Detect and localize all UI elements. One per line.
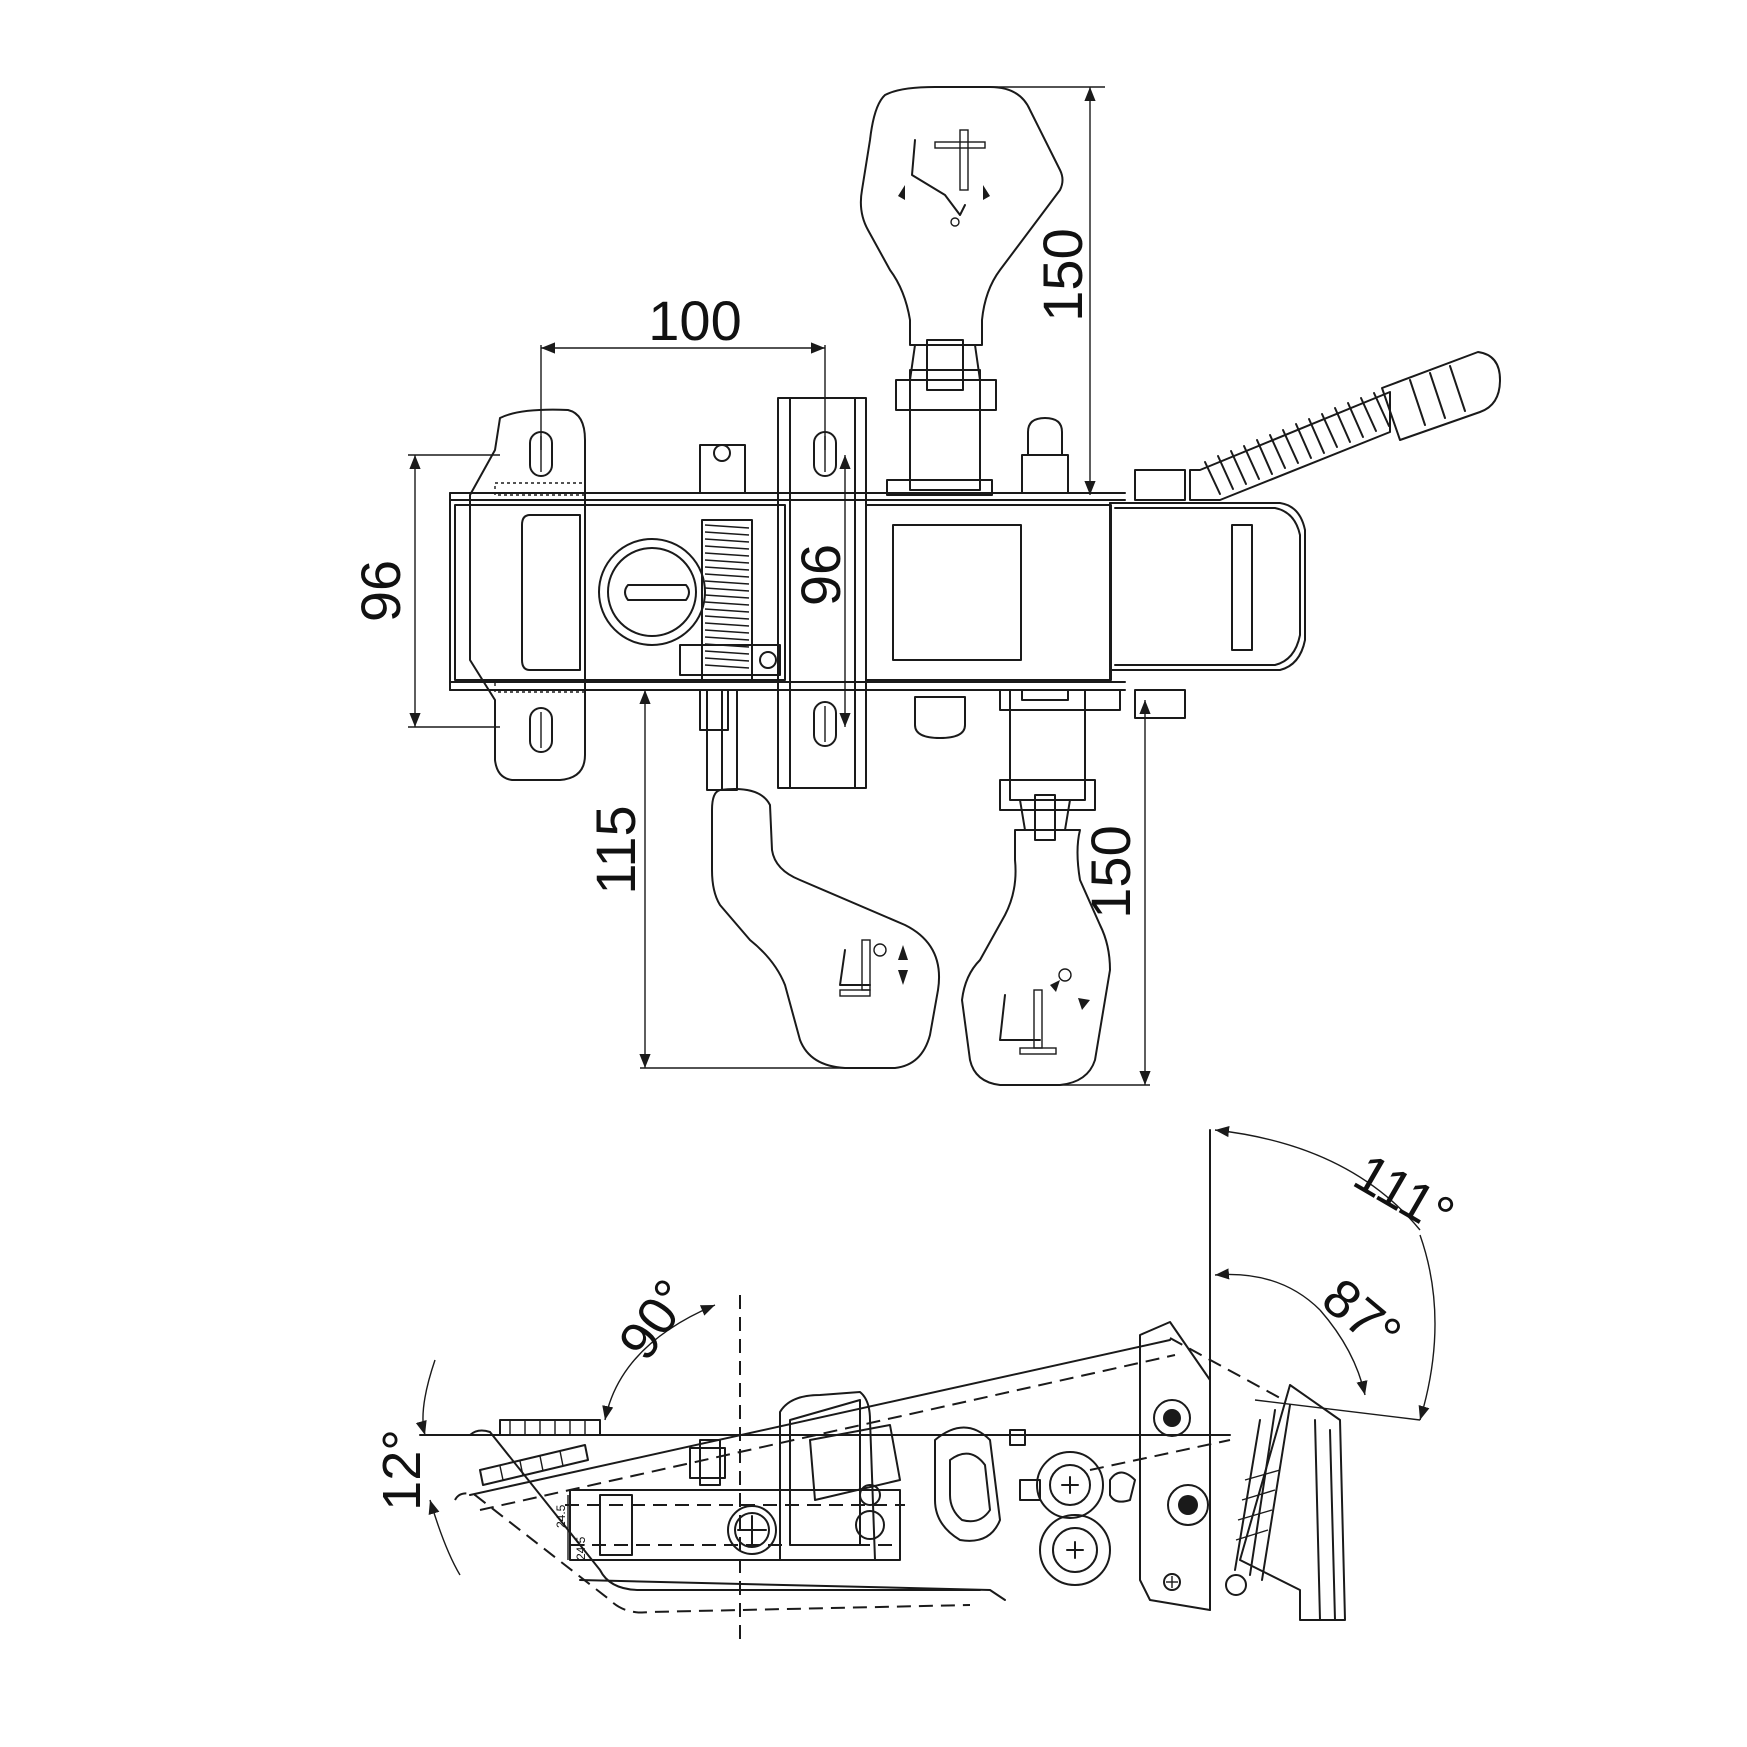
backrest-release-lever <box>1189 351 1501 501</box>
dim-height-96-mid: 96 <box>789 455 852 727</box>
front-cover <box>1109 469 1306 719</box>
housing-right-section <box>865 479 1121 711</box>
dim-lever-top-150-label: 150 <box>1031 228 1094 321</box>
side-view: 24.5 24.5 <box>372 1125 1464 1640</box>
dim-lever-top-150: 150 <box>985 86 1105 495</box>
side-spring-bolt <box>689 1439 777 1555</box>
right-lever-backrest-angle <box>961 689 1111 1086</box>
dim-height-96-mid-label: 96 <box>789 544 852 606</box>
dim-lever-right-150: 150 <box>1060 700 1151 1086</box>
angle-12: 12° <box>372 1359 461 1576</box>
seat-plate-outline <box>454 1339 1176 1614</box>
dim-lever-left-115: 115 <box>584 690 880 1069</box>
small-dim-b: 24.5 <box>574 1536 588 1560</box>
angle-111: 111° <box>1214 1125 1464 1421</box>
tension-knob <box>598 538 706 646</box>
left-mounting-bracket <box>469 408 586 781</box>
angle-90-label: 90° <box>607 1269 703 1370</box>
dim-lever-left-115-label: 115 <box>584 805 647 894</box>
angle-87-label: 87° <box>1311 1267 1412 1365</box>
angle-111-label: 111° <box>1344 1143 1464 1247</box>
side-mechanism-middle <box>779 1391 1026 1561</box>
tension-spring <box>679 444 781 681</box>
side-rear-plate <box>1089 1321 1281 1611</box>
side-adjustment-screws <box>1019 1451 1136 1586</box>
dim-height-96-left: 96 <box>349 454 500 728</box>
top-view: 100 96 96 150 115 15 <box>349 86 1501 1086</box>
angle-87: 87° <box>1214 1267 1421 1421</box>
middle-mounting-bracket <box>777 397 867 789</box>
dim-height-96-left-label: 96 <box>349 560 412 622</box>
dim-lever-right-150-label: 150 <box>1079 825 1142 918</box>
backrest-bracket <box>1234 1384 1346 1621</box>
dim-width-100: 100 <box>540 289 826 450</box>
angle-90: 90° <box>602 1269 716 1421</box>
small-dim-a: 24.5 <box>554 1504 568 1528</box>
dim-width-100-label: 100 <box>648 289 741 352</box>
left-lever-seat-height <box>706 689 940 1069</box>
front-hinge-plates <box>479 1419 601 1486</box>
main-housing <box>449 482 1126 693</box>
angle-12-label: 12° <box>372 1429 432 1511</box>
